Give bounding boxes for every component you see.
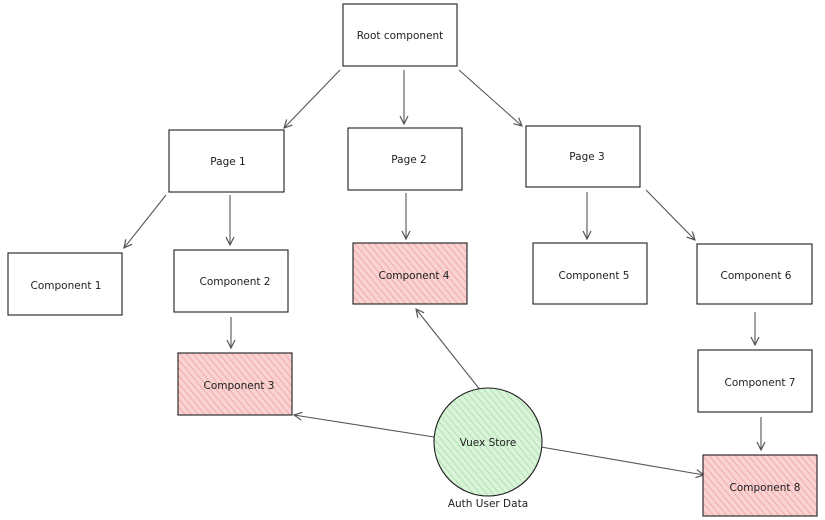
node-c8: Component 8	[702, 454, 818, 517]
node-page1-label: Page 1	[210, 156, 245, 168]
node-c7: Component 7	[697, 349, 813, 413]
node-page3-label: Page 3	[569, 151, 604, 163]
node-store: Vuex Store Auth User Data	[433, 387, 543, 510]
edge-page3-c6	[645, 189, 695, 240]
node-store-label: Vuex Store	[460, 437, 517, 449]
node-page3: Page 3	[525, 125, 641, 188]
node-c4: Component 4	[352, 242, 468, 305]
node-c6-label: Component 6	[721, 270, 792, 282]
node-c7-label: Component 7	[725, 377, 796, 389]
node-c8-label: Component 8	[730, 482, 801, 494]
node-store-caption: Auth User Data	[448, 498, 528, 510]
node-page2: Page 2	[347, 127, 463, 191]
node-c5: Component 5	[532, 242, 648, 305]
node-page2-label: Page 2	[391, 154, 426, 166]
node-root: Root component	[342, 3, 458, 67]
node-c2: Component 2	[173, 249, 289, 313]
node-c2-label: Component 2	[200, 276, 271, 288]
node-c6: Component 6	[696, 243, 813, 305]
node-c3-label: Component 3	[204, 380, 275, 392]
edge-root-page3	[458, 69, 522, 126]
edge-page1-c1	[124, 194, 167, 248]
node-c5-label: Component 5	[559, 270, 630, 282]
edge-store-c3	[294, 415, 435, 438]
node-c1: Component 1	[7, 252, 123, 316]
edge-store-c8	[540, 446, 704, 475]
edge-root-page1	[284, 69, 341, 128]
edges	[124, 69, 761, 475]
node-c4-label: Component 4	[379, 270, 450, 282]
edge-store-c4	[416, 309, 482, 392]
node-c3: Component 3	[177, 352, 293, 416]
node-page1: Page 1	[168, 129, 285, 193]
node-root-label: Root component	[357, 30, 444, 42]
node-c1-label: Component 1	[31, 280, 102, 292]
